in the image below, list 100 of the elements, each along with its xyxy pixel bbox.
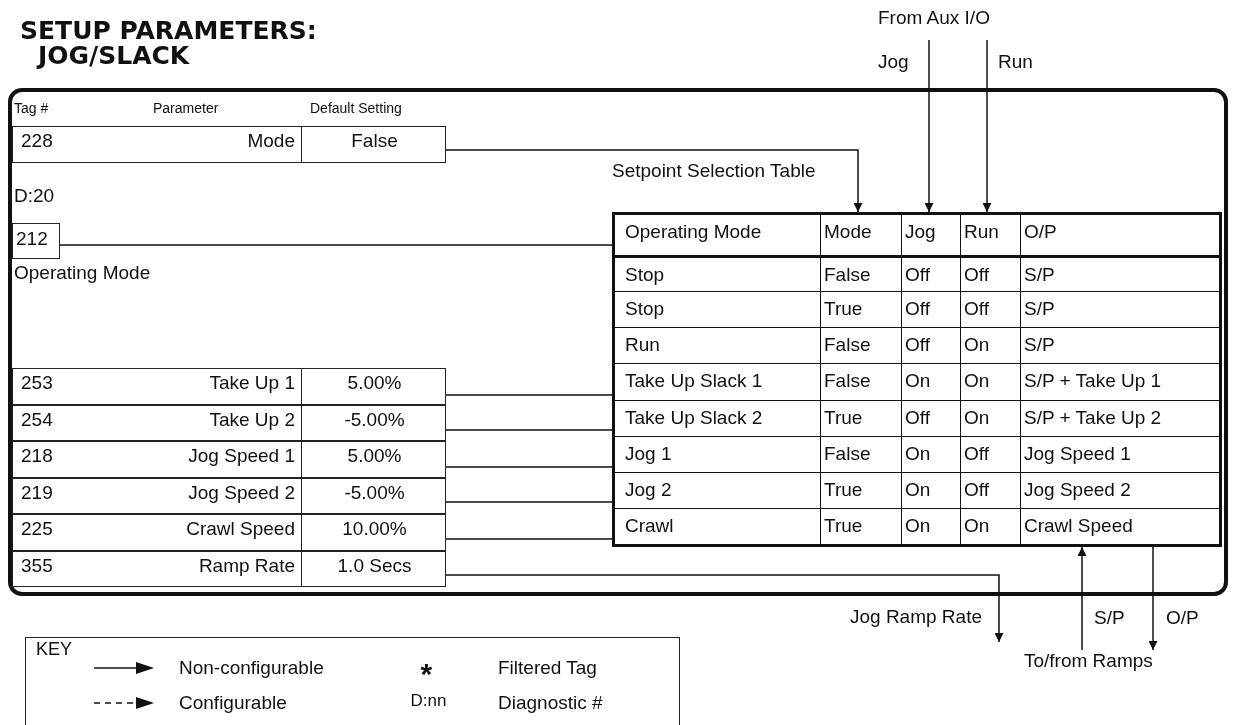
table-cell: On [960,327,1020,364]
default-value: -5.00% [301,406,447,440]
table-cell: Mode [820,215,901,255]
table-cell: False [820,327,901,364]
table-cell: False [820,363,901,400]
connector-arrow [445,149,863,213]
tag-number: 225 [21,519,54,540]
destination-label: Jog Ramp Rate [812,604,1012,642]
table-cell: Jog Speed 2 [1020,471,1219,508]
connector-line [445,429,613,431]
table-title: Setpoint Selection Table [612,162,817,181]
connector-arrow [1148,546,1158,651]
key-heading: KEY [36,640,73,660]
tag-box: 212 [12,223,60,259]
parameter-name: Ramp Rate [197,556,295,577]
parameter-row [12,551,446,587]
connector-arrow [982,39,992,213]
tag-number: 254 [21,410,54,431]
panel-frame [8,88,1228,596]
legend-text: Filtered Tag [498,658,597,679]
table-cell: Off [960,471,1020,508]
parameter-row [12,514,446,551]
table-cell: On [960,363,1020,400]
table-cell: S/P [1020,327,1219,364]
table-cell: Off [960,255,1020,292]
default-value: -5.00% [301,479,447,513]
parameter-name: Crawl Speed [185,519,295,540]
connector-arrow [445,574,1004,643]
table-cell: Jog [901,215,960,255]
table-cell: O/P [1020,215,1219,255]
setpoint-table [612,212,1222,547]
table-cell: True [820,507,901,544]
edge-label: Jog [878,52,909,73]
tag-number: 253 [21,373,54,394]
legend-text: Diagnostic # [498,693,603,714]
table-cell: S/P [1020,255,1219,292]
table-cell: Crawl Speed [1020,507,1219,544]
table-cell: False [820,255,901,292]
table-cell: On [901,471,960,508]
table-cell: On [901,507,960,544]
table-cell: S/P + Take Up 2 [1020,399,1219,436]
table-cell: Off [901,399,960,436]
legend-text: Non-configurable [179,658,324,679]
tag-number: 219 [21,483,54,504]
table-cell: Off [960,291,1020,328]
diagram-title: SETUP PARAMETERS: JOG/SLACK [20,18,318,68]
default-value: 1.0 Secs [301,552,447,586]
table-cell: Off [960,435,1020,472]
table-cell: Off [901,255,960,292]
table-cell: True [820,291,901,328]
node-caption: D:20 [14,186,55,207]
destination-label: To/from Ramps [1024,650,1194,673]
table-cell: Jog 2 [615,471,820,508]
column-header: Parameter [153,101,219,117]
connector-line [445,466,613,468]
parameter-row [12,368,446,405]
tag-number: 228 [21,131,54,152]
key-panel [25,637,680,725]
node-caption: Operating Mode [14,263,151,284]
legend-text: Configurable [179,693,287,714]
table-cell-text: Operating Mode [624,220,763,244]
tag-number: 218 [21,446,54,467]
default-value: 5.00% [301,369,447,404]
table-cell: False [820,435,901,472]
table-cell: True [820,399,901,436]
default-value: 10.00% [301,515,447,550]
source-label: From Aux I/O [878,8,990,29]
table-cell: Off [901,327,960,364]
parameter-name: Jog Speed 1 [187,446,295,467]
default-value: False [301,127,447,162]
table-cell: Crawl [615,507,820,544]
table-cell: Take Up Slack 2 [615,399,820,436]
parameter-row [12,405,446,441]
parameter-name: Jog Speed 2 [187,483,295,504]
connector-line [59,244,613,246]
tag-number: 355 [21,556,54,577]
asterisk-symbol: * [420,661,433,686]
table-cell: Run [960,215,1020,255]
connector-line [445,538,613,540]
parameter-row [12,478,446,514]
connector-line [445,394,613,396]
connector-arrow [1077,546,1087,651]
parameter-name: Take Up 2 [208,410,295,431]
table-cell: Jog Speed 1 [1020,435,1219,472]
table-cell: On [960,507,1020,544]
table-cell: On [901,435,960,472]
table-cell: On [901,363,960,400]
table-cell: Jog 1 [615,435,820,472]
table-cell: Stop [615,255,820,292]
connector-line [445,501,613,503]
table-cell: Stop [615,291,820,328]
parameter-row [12,126,446,163]
table-cell: Take Up Slack 1 [615,363,820,400]
parameter-name: Mode [246,131,295,152]
table-cell: Off [901,291,960,328]
default-value: 5.00% [301,442,447,477]
table-cell: S/P [1020,291,1219,328]
diagnostic-code: D:nn [410,691,447,711]
connector-arrow [924,39,934,213]
parameter-name: Take Up 1 [208,373,295,394]
